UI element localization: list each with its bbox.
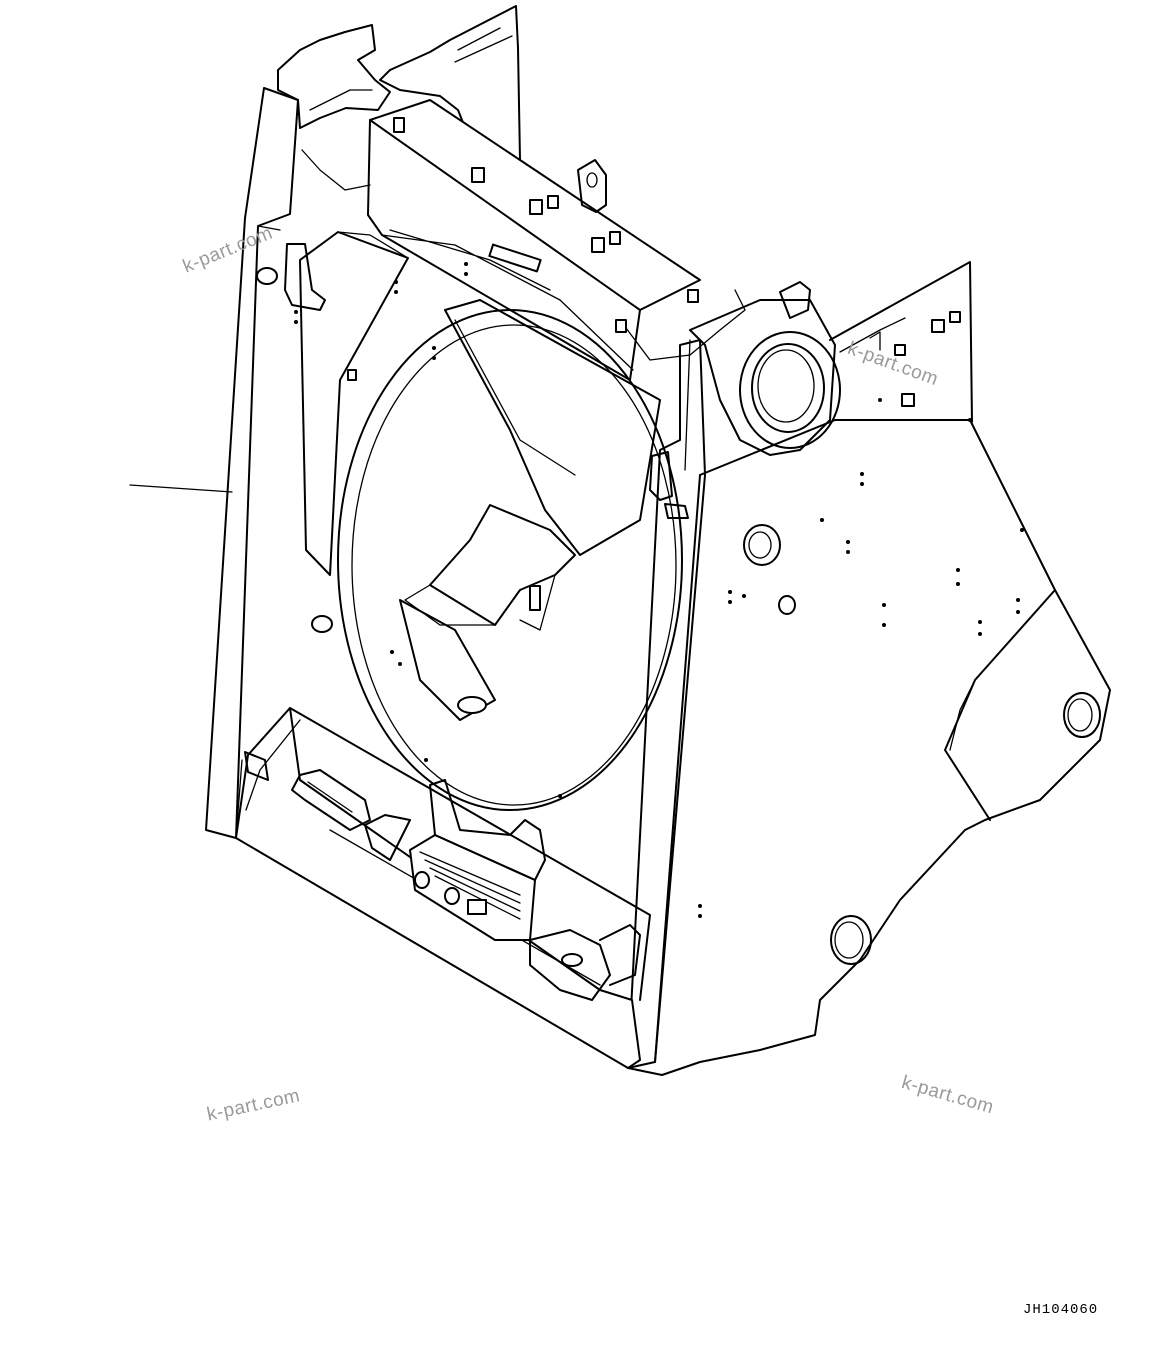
slot-opening	[291, 769, 371, 831]
right-top-bracket	[779, 281, 811, 319]
right-panel-notch	[944, 589, 1056, 821]
shroud-stay-lower	[429, 504, 576, 626]
left-post	[205, 87, 299, 839]
bottom-plate-top	[289, 707, 651, 1001]
panel-hole-upper	[1063, 692, 1101, 738]
bottom-bracket-right	[529, 929, 611, 1001]
fan-shroud-ring	[337, 309, 683, 811]
drawing-code: JH104060	[1023, 1302, 1099, 1318]
bottom-bracket-left	[364, 814, 411, 861]
right-front-post	[627, 339, 706, 1069]
left-upper-mount	[277, 24, 391, 129]
beam-bolts	[393, 117, 699, 333]
shroud-bolts	[256, 267, 541, 633]
right-plate-bolts	[894, 311, 961, 407]
right-upper-plate	[829, 261, 973, 423]
rivet-dots	[294, 262, 1024, 918]
panel-grommet	[743, 524, 781, 566]
right-side-panel	[627, 419, 1111, 1076]
leader-line	[129, 484, 233, 493]
right-upper-bracket	[379, 5, 521, 171]
right-pivot-boss	[739, 331, 841, 449]
lifting-eye	[577, 159, 607, 213]
panel-hole-lower	[830, 915, 872, 965]
left-gusset	[284, 243, 326, 311]
shroud-stay-upper	[444, 299, 661, 556]
